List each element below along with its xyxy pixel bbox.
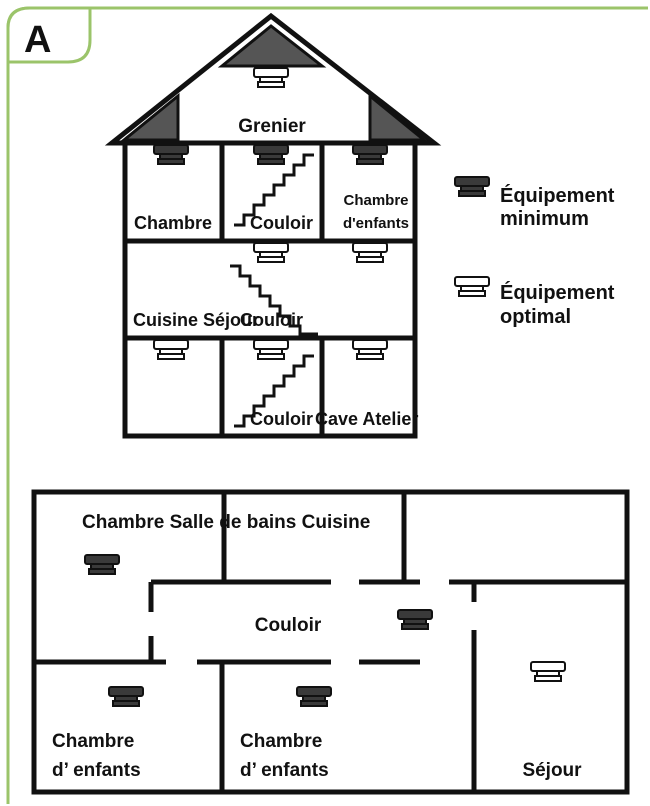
- room-label-chambre-enfants-2: d'enfants: [343, 215, 409, 232]
- plan-hall-label: Couloir: [255, 615, 322, 636]
- legend-detector-optimal-icon: [454, 276, 490, 297]
- room-label-cave-atelier: Cave Atelier: [315, 409, 418, 429]
- plan-bedroom-2-line1: Chambre: [240, 731, 322, 752]
- detector-optimal-icon: [153, 339, 189, 360]
- plan-bedroom-2-line2: d’ enfants: [240, 760, 329, 781]
- attic-label: Grenier: [238, 116, 306, 137]
- detector-optimal-icon: [530, 661, 566, 682]
- roof-right-fill: [368, 92, 429, 142]
- detector-minimum-icon: [108, 686, 144, 707]
- legend-optimal-line1: Équipement: [500, 281, 615, 304]
- roof-left-fill: [119, 92, 180, 142]
- room-label-chambre: Chambre: [134, 213, 212, 233]
- stairs: [230, 153, 318, 428]
- room-label-cuisine-sejour: Cuisine Séjour: [133, 310, 259, 330]
- detector-minimum-icon: [352, 144, 388, 165]
- legend-detector-minimum-icon: [454, 176, 490, 197]
- detector-optimal-icon: [352, 242, 388, 263]
- detector-minimum-icon: [397, 609, 433, 630]
- detector-optimal-icon: [253, 339, 289, 360]
- detector-optimal-icon: [352, 339, 388, 360]
- panel-letter: A: [24, 19, 51, 61]
- detector-optimal-icon: [253, 67, 289, 88]
- detector-minimum-icon: [84, 554, 120, 575]
- plan-bedroom-1-line1: Chambre: [52, 731, 134, 752]
- room-label-couloir-0: Couloir: [250, 409, 313, 429]
- room-label-chambre-enfants-1: Chambre: [343, 192, 408, 209]
- plan-bedroom-1-line2: d’ enfants: [52, 760, 141, 781]
- room-label-couloir-1: Couloir: [240, 310, 303, 330]
- roof-peak-fill: [217, 24, 327, 68]
- detector-minimum-icon: [153, 144, 189, 165]
- legend-minimum-line1: Équipement: [500, 184, 615, 207]
- detector-optimal-icon: [253, 242, 289, 263]
- room-label-couloir-2: Couloir: [250, 213, 313, 233]
- plan-living-label: Séjour: [522, 760, 582, 781]
- detector-minimum-icon: [253, 144, 289, 165]
- legend-optimal-line2: optimal: [500, 306, 571, 328]
- plan-walls: [31, 489, 630, 795]
- detector-minimum-icon: [296, 686, 332, 707]
- legend-minimum-line2: minimum: [500, 208, 589, 230]
- panel-tab: [6, 6, 92, 64]
- plan-top-room-labels: Chambre Salle de bains Cuisine: [82, 512, 370, 533]
- house-walls: [122, 140, 418, 439]
